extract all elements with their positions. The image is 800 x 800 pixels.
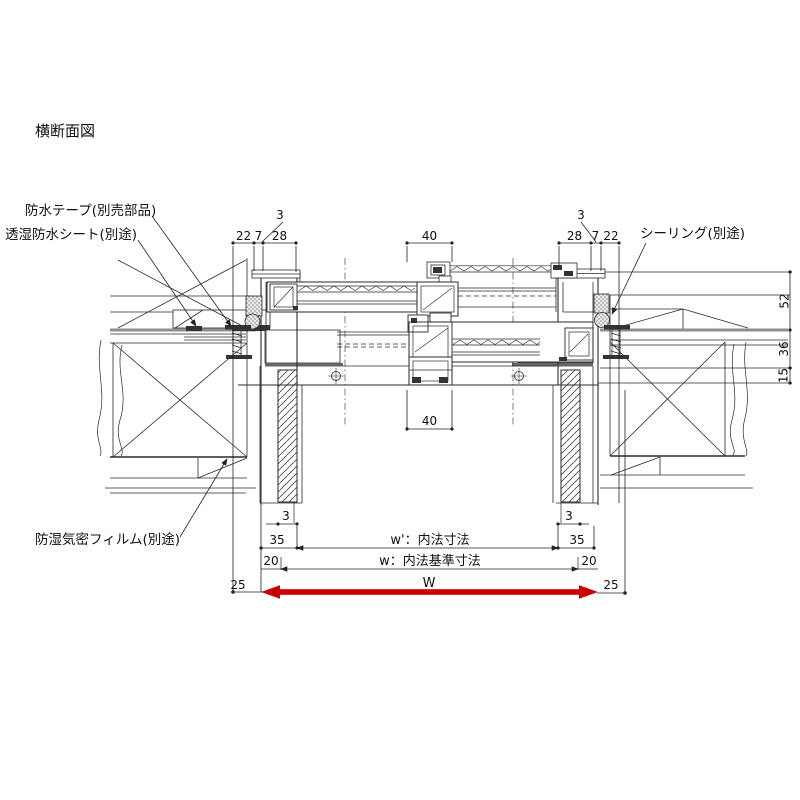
inner-sash [407,314,594,386]
dim-margin-left-25: 25 [230,578,245,592]
dim-top-right-28: 28 [567,229,582,243]
dim-bottom-left-3: 3 [282,509,290,523]
dim-top-left-7: 7 [255,229,263,243]
fixing-screw-right [603,325,630,359]
dim-top-center-40: 40 [422,229,437,243]
outer-sash [266,275,459,330]
overall-width-arrow [261,585,598,599]
leader-sealing [611,242,647,315]
callout-breathable-sheet: 透湿防水シート(別途) [5,226,137,243]
dim-side-15: 15 [777,368,791,383]
dim-top-left-gap-3: 3 [276,208,284,222]
dim-inner-width-label: w'：内法寸法 [390,532,469,548]
callout-leaders [137,215,647,538]
dim-margin-right-25: 25 [603,578,618,592]
dim-top-left-28: 28 [272,229,287,243]
dim-offset-right-20: 20 [581,554,596,568]
dim-top-right-22: 22 [603,229,618,243]
dim-top-right-gap-3: 3 [577,208,585,222]
dim-side-52: 52 [778,293,792,308]
leader-waterproof-tape [151,215,232,327]
outer-sash-glass [298,285,416,291]
dim-offset-left-20: 20 [263,554,278,568]
right-jamb-column [560,369,581,503]
dim-top-left-22: 22 [236,229,251,243]
leader-moisture-film [179,458,228,538]
callout-moisture-film: 防湿気密フィルム(別途) [35,531,180,548]
page-title: 横断面図 [35,122,95,140]
leader-breathable-sheet [137,239,197,327]
left-jamb-column [277,369,298,503]
sealing-left [244,295,263,330]
left-casing-block [264,329,341,364]
dim-base-width-label: w：内法基準寸法 [379,553,481,569]
sill-screw-symbol-right [511,368,527,384]
sill-screw-symbol-left [328,368,344,384]
dim-top-right-7: 7 [592,229,600,243]
annotations: 横断面図 防水テープ(別売部品) 透湿防水シート(別途) シーリング(別途) 防… [5,122,792,592]
sealing-right [593,293,610,328]
insect-screen [426,261,578,279]
wall-right-structure [598,271,792,489]
dim-bottom-right-3: 3 [565,509,573,523]
callout-waterproof-tape: 防水テープ(別売部品) [25,203,156,219]
wall-left-structure [97,258,271,494]
dim-bottom-center-40: 40 [422,414,437,428]
screen-mesh [449,266,556,272]
dimension-ticks [231,241,792,595]
dim-jamb-left-35: 35 [269,533,284,547]
dimension-lines [231,221,792,595]
callout-sealing: シーリング(別途) [640,225,745,242]
inner-sash-glass [452,339,541,345]
dim-jamb-right-35: 35 [569,533,584,547]
dim-side-36: 36 [777,341,791,356]
dim-overall-width-W: W [423,576,436,591]
